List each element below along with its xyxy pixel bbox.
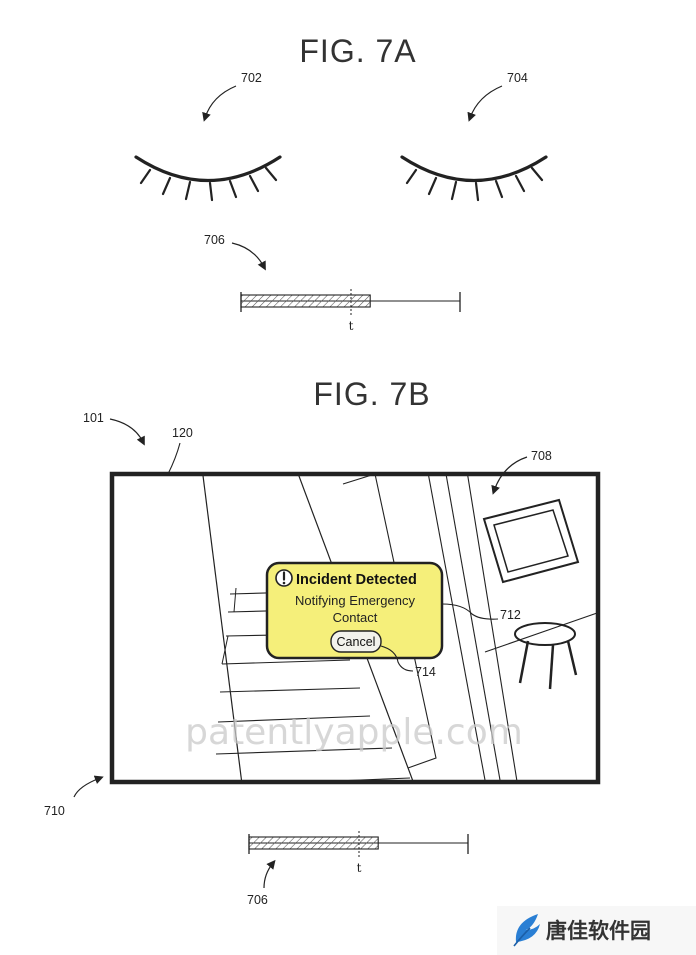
site-badge-text: 唐佳软件园 — [546, 919, 651, 943]
ref-101-label: 101 — [83, 411, 104, 425]
left-closed-eye-icon — [134, 155, 282, 202]
incident-alert-dialog: Incident Detected Notifying Emergency Co… — [265, 561, 444, 660]
ref-708-label: 708 — [531, 449, 552, 463]
ref-702-arrow — [202, 85, 237, 122]
ref-714-label: 714 — [415, 665, 436, 679]
ref-706a-arrow — [231, 242, 266, 271]
fig-7b-title: FIG. 7B — [313, 376, 430, 412]
right-closed-eye-icon — [400, 155, 548, 202]
timeline-7b-t-label: t — [357, 861, 362, 875]
ref-120-label: 120 — [172, 426, 193, 440]
timeline-7b — [248, 831, 469, 858]
alert-background — [265, 561, 444, 660]
ref-704-arrow — [467, 85, 503, 122]
ref-706b-label: 706 — [247, 893, 268, 907]
feather-logo-icon — [513, 914, 540, 947]
timeline-7b-elapsed-bar — [248, 836, 379, 850]
cancel-button[interactable]: Cancel — [330, 630, 382, 653]
ref-101-arrow — [109, 418, 145, 446]
ref-706a-label: 706 — [204, 233, 225, 247]
exclamation-circle-icon — [275, 569, 293, 587]
timeline-7a — [240, 289, 461, 316]
ref-710-label: 710 — [44, 804, 65, 818]
alert-message-line1: Notifying Emergency — [295, 593, 415, 608]
ref-708-arrow — [491, 456, 528, 495]
ref-706b-arrow — [263, 859, 276, 889]
alert-title: Incident Detected — [296, 572, 417, 588]
ref-704-label: 704 — [507, 71, 528, 85]
ref-710-arrow — [73, 775, 104, 798]
fig-7a-title: FIG. 7A — [299, 33, 416, 69]
ref-712-leader — [441, 603, 499, 620]
timeline-7a-elapsed-bar — [240, 294, 371, 308]
ref-702-label: 702 — [241, 71, 262, 85]
alert-message-line2: Contact — [333, 610, 378, 625]
site-badge: 唐佳软件园 — [497, 906, 696, 955]
cancel-button-label: Cancel — [337, 635, 376, 649]
watermark-text: patentlyapple.com — [185, 712, 523, 753]
ref-714-leader — [380, 645, 414, 672]
timeline-7a-t-label: t — [349, 319, 354, 333]
ref-712-label: 712 — [500, 608, 521, 622]
ref-120-leader — [167, 442, 181, 475]
